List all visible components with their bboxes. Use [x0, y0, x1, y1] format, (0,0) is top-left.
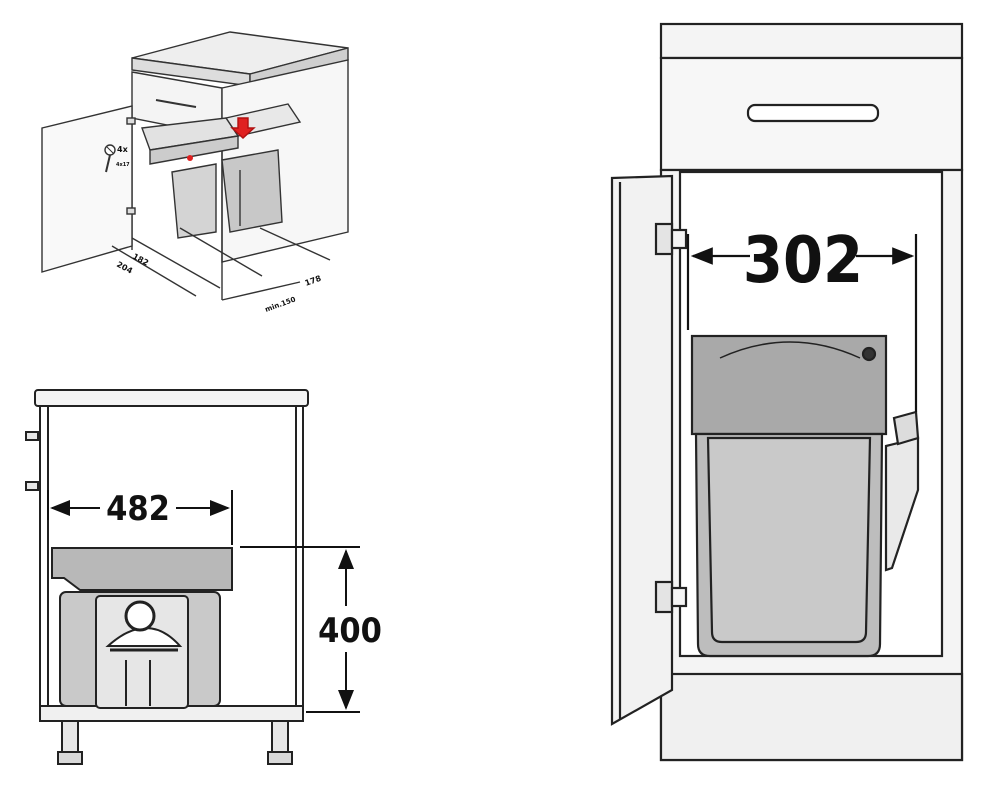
front-hinge-top — [654, 222, 688, 256]
iso-dim-min-width: min.150 — [264, 295, 297, 313]
iso-dim-depth-a: 204 — [115, 260, 134, 276]
side-dim-depth-line — [47, 490, 233, 545]
screw-icon — [104, 144, 116, 173]
side-bin-lid — [51, 547, 233, 591]
iso-screw-spec-label: 4x17 — [116, 162, 130, 168]
front-view — [610, 22, 964, 762]
front-drawer-handle — [746, 103, 880, 123]
isometric-installation-view — [41, 31, 349, 301]
side-countertop — [34, 389, 309, 407]
iso-open-door — [41, 105, 133, 273]
side-dim-height-label: 400 — [318, 611, 382, 651]
front-hinge-bottom — [654, 580, 688, 614]
front-lid-knob-icon — [861, 346, 877, 362]
iso-bin-left — [171, 163, 217, 239]
front-top-panel — [659, 22, 964, 60]
front-bin-lid — [690, 334, 888, 436]
iso-push-arrow-icon — [230, 117, 256, 139]
front-dim-width-line — [686, 234, 918, 412]
iso-screw-qty-label: 4x — [117, 145, 129, 154]
iso-bin-right — [221, 149, 283, 233]
iso-dim-depth-b: 182 — [131, 252, 150, 268]
side-view — [25, 389, 309, 765]
side-brush-icon — [105, 627, 183, 647]
side-dim-height-line — [240, 546, 360, 713]
front-dim-width-label: 302 — [743, 224, 863, 298]
iso-dim-width: 178 — [304, 274, 323, 288]
side-dim-depth-label: 482 — [106, 489, 170, 529]
